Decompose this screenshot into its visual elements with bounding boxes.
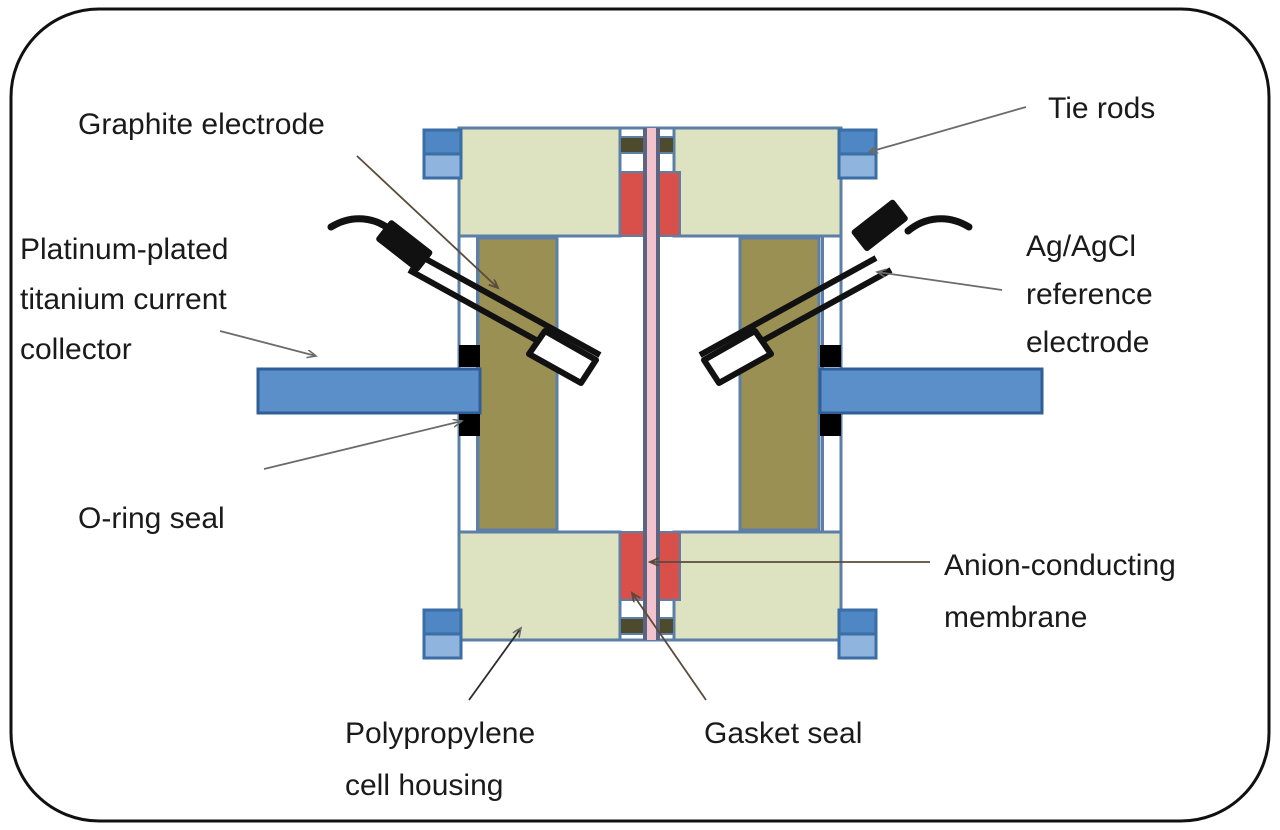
- label-reference-electrode: Ag/AgCl reference electrode: [1026, 230, 1153, 359]
- leader-polypropylene: [468, 628, 521, 701]
- gasket-seal-bottom-left: [619, 531, 646, 601]
- leader-lines: [219, 106, 1027, 701]
- current-collector-right: [818, 367, 1044, 415]
- label-platinum-collector-line2: titanium current: [20, 283, 227, 316]
- leader-gasket-seal: [632, 593, 707, 701]
- label-oring-seal: O-ring seal: [78, 502, 225, 535]
- tie-rod-top-right: [837, 128, 878, 180]
- housing-block-bottom-left: [457, 530, 622, 642]
- housing-block-bottom-right: [672, 530, 843, 642]
- label-polypropylene: Polypropylene cell housing: [345, 717, 535, 802]
- label-tie-rods: Tie rods: [1048, 92, 1155, 125]
- reference-electrode-right: [698, 199, 973, 386]
- label-platinum-collector-line1: Platinum-plated: [20, 233, 228, 266]
- tie-rod-top-left: [422, 128, 463, 180]
- label-graphite-electrode: Graphite electrode: [78, 108, 325, 141]
- housing-block-top-right: [672, 126, 843, 238]
- graphite-electrode-right: [738, 236, 821, 532]
- label-reference-electrode-line3: electrode: [1026, 326, 1149, 359]
- leader-graphite-electrode: [356, 155, 498, 288]
- label-anion-membrane-line1: Anion-conducting: [944, 549, 1176, 582]
- o-ring-seal-right-top: [820, 345, 841, 367]
- cell-assembly: [256, 126, 1044, 660]
- reference-electrode-left: [327, 215, 602, 386]
- membrane-edge-left: [643, 128, 647, 640]
- leader-oring-seal: [263, 421, 462, 470]
- label-anion-membrane: Anion-conducting membrane: [944, 549, 1176, 634]
- o-ring-seal-left-bottom: [459, 414, 480, 436]
- label-gasket-seal: Gasket seal: [704, 717, 862, 750]
- label-reference-electrode-line2: reference: [1026, 278, 1153, 311]
- leader-tie-rods: [869, 106, 1027, 152]
- anion-conducting-membrane: [647, 128, 656, 640]
- label-platinum-collector: Platinum-plated titanium current collect…: [20, 233, 228, 366]
- tie-rod-bottom-left: [422, 608, 463, 660]
- graphite-electrode-left: [476, 236, 559, 532]
- label-polypropylene-line2: cell housing: [345, 769, 503, 802]
- label-platinum-collector-line3: collector: [20, 333, 132, 366]
- tie-rod-bottom-right: [837, 608, 878, 660]
- label-anion-membrane-line2: membrane: [944, 601, 1087, 634]
- leader-platinum-collector: [219, 330, 316, 356]
- membrane-edge-right: [656, 128, 660, 640]
- label-reference-electrode-line1: Ag/AgCl: [1026, 230, 1136, 263]
- housing-block-top-left: [457, 126, 622, 238]
- label-polypropylene-line1: Polypropylene: [345, 717, 535, 750]
- gasket-seal-top-left: [619, 171, 646, 237]
- o-ring-seal-right-bottom: [820, 414, 841, 436]
- leader-reference-electrode: [877, 272, 1003, 291]
- o-ring-seal-left-top: [459, 345, 480, 367]
- current-collector-left: [256, 367, 482, 415]
